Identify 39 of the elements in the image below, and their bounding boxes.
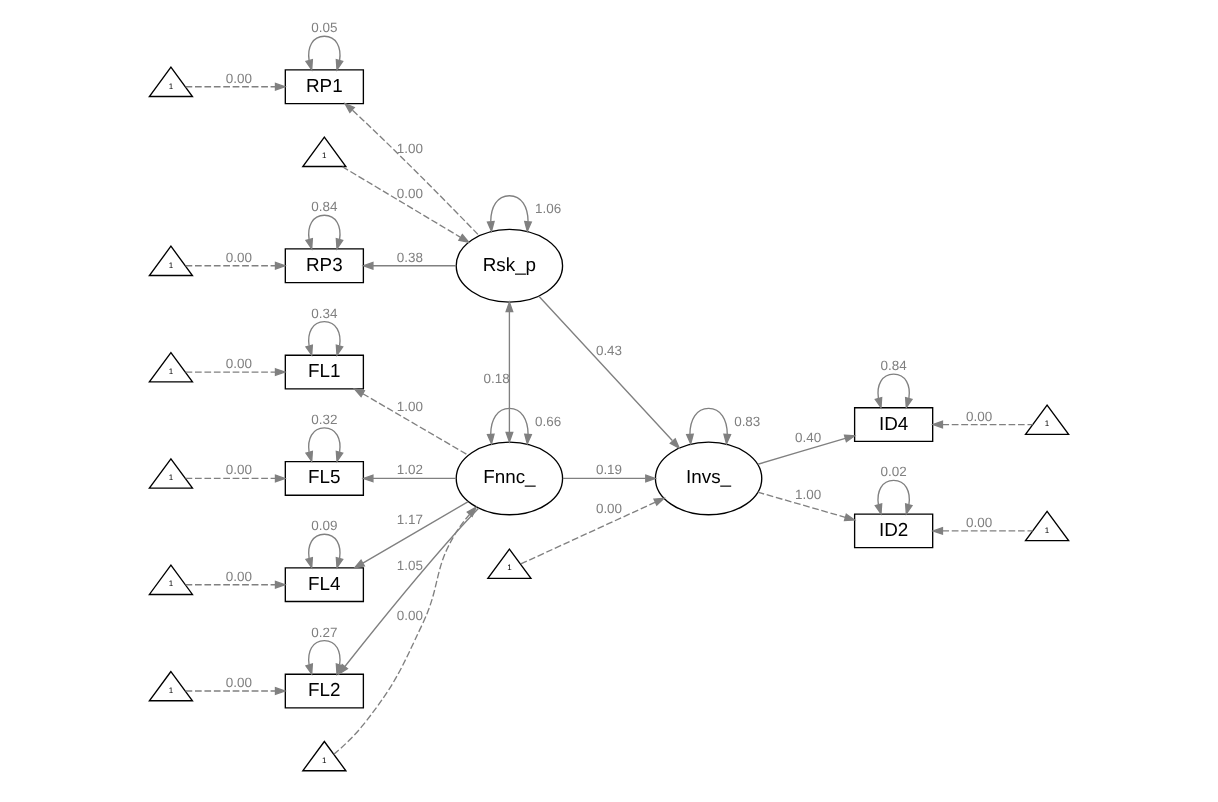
arrow [757, 434, 857, 465]
arrow [352, 387, 469, 456]
node-box: ID2 [853, 513, 934, 549]
arrow [931, 420, 1034, 429]
arrow [931, 526, 1034, 536]
arrow [304, 214, 344, 251]
node-box: FL4 [284, 567, 365, 603]
arrow [486, 407, 533, 446]
arrow [304, 639, 344, 676]
node-box: RP1 [284, 69, 365, 105]
arrow [341, 166, 471, 244]
arrow [520, 497, 666, 565]
arrow [343, 102, 480, 237]
arrow [874, 373, 914, 410]
node-box: FL5 [284, 460, 365, 496]
arrow [562, 474, 658, 483]
arrow [757, 491, 857, 522]
node-box: ID4 [853, 407, 934, 443]
arrow [361, 474, 457, 483]
arrow [486, 195, 533, 234]
arrow [184, 82, 287, 91]
node-box: RP3 [284, 248, 365, 284]
node-box: FL1 [284, 354, 365, 390]
arrow [304, 427, 344, 464]
arrow [874, 479, 914, 516]
arrow [304, 533, 344, 570]
arrow [184, 686, 287, 696]
arrow [184, 367, 287, 377]
node-box: FL2 [284, 673, 365, 709]
arrow [505, 300, 514, 444]
arrow [352, 501, 469, 569]
arrow [184, 261, 287, 270]
arrow [538, 295, 681, 450]
arrow [685, 407, 732, 446]
arrow [184, 580, 287, 589]
arrow [304, 320, 344, 357]
arrow [361, 261, 457, 270]
arrow [184, 474, 287, 483]
arrow [304, 35, 344, 72]
